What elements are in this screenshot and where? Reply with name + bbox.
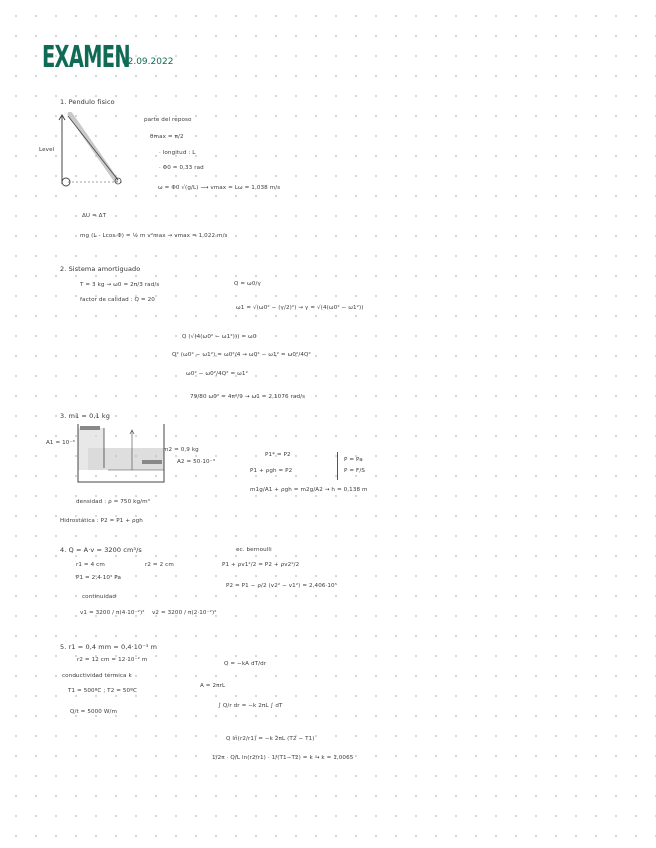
s1-label-3: · Φ0 = 0,33 rad xyxy=(159,165,204,171)
s3-m2: m2 = 0,9 kg xyxy=(163,447,199,453)
pendulum-diagram xyxy=(58,112,122,187)
s4-v1: v1 = 3200 / π(4·10⁻²)² xyxy=(80,610,145,616)
s2-q-def: Q = ω0/γ xyxy=(234,281,261,287)
s4-p2: P2 = P1 − ρ/2 (v2² − v1²) = 2,406·10⁵ xyxy=(226,583,338,589)
s5-k: conductividad térmica k xyxy=(62,673,132,679)
s2-eq-3: 79/80 ω0² = 4π²/9 ⇝ ω1 = 2,1076 rad/s xyxy=(190,394,306,400)
s1-label-0: parte del reposo xyxy=(144,117,192,123)
s3-side-0: P = Pa xyxy=(344,457,363,463)
section-2-heading: 2. Sistema amortiguado xyxy=(60,265,141,273)
s5-area: A = 2πrL xyxy=(200,683,226,689)
s5-temps: T1 = 500ºC ; T2 = 50ºC xyxy=(68,688,137,694)
s3-side-1: P = F/S xyxy=(344,468,365,474)
s5-ln: Q ln(r2/r1) = −k 2πL (T2 − T1) xyxy=(226,736,315,742)
s3-eq-2: m1g/A1 + ρgh = m2g/A2 ⇝ h = 0,138 m xyxy=(250,487,368,493)
s1-energy: ΔU = ΔT xyxy=(82,213,107,219)
s5-final: 1/2π · Q/L ln(r2/r1) · 1/(T1−T2) = k ⇝ k… xyxy=(212,755,354,761)
section-1-heading: 1. Pendulo fisico xyxy=(60,98,115,106)
s3-divider xyxy=(337,452,338,480)
s4-left-0: r1 = 4 cm xyxy=(76,562,105,568)
s3-eq-1: P1 + ρgh = P2 xyxy=(250,468,293,474)
s5-ratio: Q/t = 5000 W/m xyxy=(70,709,118,715)
s4-r2: r2 = 2 cm xyxy=(145,562,174,568)
s5-fourier: Q = −kA dT/dr xyxy=(224,661,267,667)
page-title: EXAMEN xyxy=(42,40,131,75)
section-4-heading: 4. Q = A·v = 3200 cm³/s xyxy=(60,546,142,554)
s2-line2: factor de calidad : Q = 20 xyxy=(80,297,155,303)
section-5-heading: 5. r1 = 0,4 mm = 0,4·10⁻³ m xyxy=(60,643,158,651)
s1-energy-eq: mg (L - Lcos Φ) = ½ m v²max ⇝ vmax = 1,0… xyxy=(80,233,228,239)
s5-integral: ∫ Q/r dr = −k 2πL ∫ dT xyxy=(218,703,283,709)
s2-eq-0: Q (√(4(ω0² − ω1²))) = ω0 xyxy=(182,334,257,340)
s4-left-1: P1 = 2,4·10⁵ Pa xyxy=(76,575,122,581)
s5-r2: r2 = 12 cm = 12·10⁻² m xyxy=(77,657,148,663)
s3-a1: A1 = 10⁻³ xyxy=(46,440,75,446)
s4-v2: v2 = 3200 / π(2·10⁻²)² xyxy=(152,610,217,616)
s2-line1: T = 3 kg ⇝ ω0 = 2π/3 rad/s xyxy=(80,282,160,288)
section-3-heading: 3. m1 = 0,1 kg xyxy=(60,412,111,420)
s3-density: densidad : ρ = 750 kg/m³ xyxy=(76,499,150,505)
s1-label-1: θmax = π/2 xyxy=(150,134,184,140)
s3-eq-0: P1* = P2 xyxy=(265,452,291,458)
s3-a2: A2 = 50·10⁻³ xyxy=(177,459,216,465)
communicating-vessels-diagram xyxy=(77,424,165,483)
s4-bern-title: ec. bernoulli xyxy=(236,547,272,553)
s2-omega1: ω1 = √(ω0² − (γ/2)²) ⇝ γ = √(4(ω0² − ω1²… xyxy=(236,305,364,311)
s1-label-2: · longitud : L xyxy=(159,150,196,156)
s3-hydro: Hidrostática : P2 = P1 + ρgh xyxy=(60,518,143,524)
s2-eq-2: ω0² − ω0²/4Q² = ω1² xyxy=(186,371,248,377)
s4-left-2: continuidad xyxy=(82,594,117,600)
s4-bern: P1 + ρv1²/2 = P2 + ρv2²/2 xyxy=(222,562,300,568)
exam-date: : 02.09.2022 xyxy=(116,57,174,67)
level-label: Level xyxy=(39,147,55,153)
s2-eq-1: Q² (ω0² − ω1²) = ω0²/4 ⇝ ω0² − ω1² = ω0²… xyxy=(172,352,311,358)
s1-omega: ω = Φ0 √(g/L) ⟶ vmax = Lω = 1,038 m/s xyxy=(158,185,281,191)
